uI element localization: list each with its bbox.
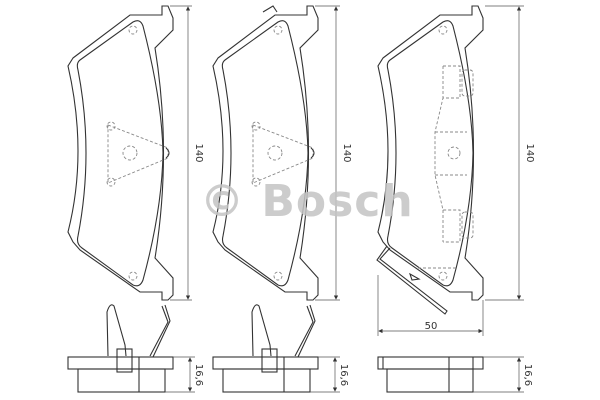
pad-2-front-view — [212, 5, 319, 301]
pad-1-side-view — [67, 304, 174, 393]
pad-2-side-view — [212, 304, 319, 393]
pad-3-width-label: 50 — [425, 321, 438, 332]
pad-3-width-dimension — [377, 275, 484, 336]
pad-2-height-label: 140 — [341, 143, 352, 162]
thickness-dimensions — [165, 356, 524, 393]
pad-1-thickness-label: 16,6 — [193, 364, 204, 386]
pad-2-height-dimension — [315, 5, 340, 301]
pad-3-height-dimension — [485, 5, 524, 301]
pad-3-height-label: 140 — [524, 143, 535, 162]
pad-1-height-label: 140 — [193, 143, 204, 162]
pad-1-height-dimension — [170, 5, 192, 301]
pad-3-front-view — [377, 5, 484, 301]
pad-2-thickness-label: 16,6 — [338, 364, 349, 386]
pad-1-front-view — [67, 5, 174, 301]
copyright-symbol: © — [200, 176, 245, 227]
watermark-brand: Bosch — [261, 176, 414, 227]
pad-3-thickness-label: 16,6 — [522, 364, 533, 386]
bosch-watermark: © Bosch — [200, 176, 414, 227]
wear-indicator-spring — [376, 245, 448, 315]
pad-3-side-view — [377, 356, 484, 393]
